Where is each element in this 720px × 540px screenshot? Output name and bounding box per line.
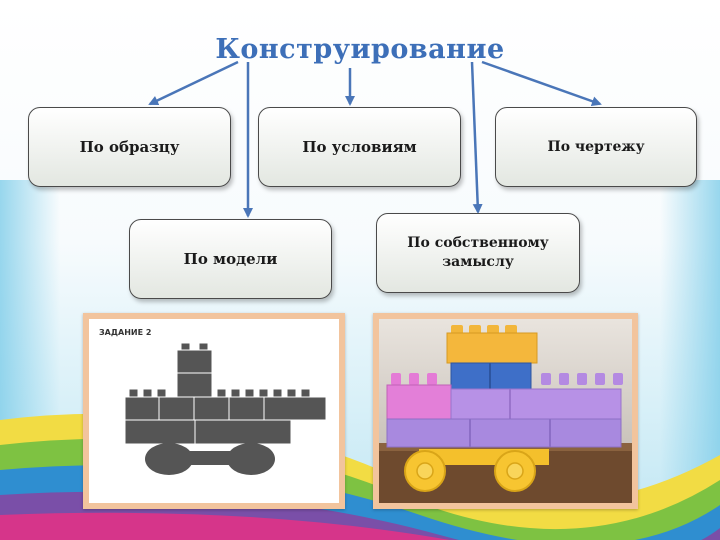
task-schematic-image: ЗАДАНИЕ 2 [83, 313, 345, 509]
diagram-title: Конструирование [215, 34, 505, 65]
box-by-drawing: По чертежу [495, 107, 697, 187]
box-by-model: По модели [129, 219, 332, 299]
box-by-own-idea: По собственному замыслу [376, 213, 580, 293]
box-by-drawing-label: По чертежу [547, 138, 645, 155]
arrow-to-by-drawing [481, 60, 602, 107]
box-by-sample-label: По образцу [79, 137, 180, 156]
schematic-drawing: ЗАДАНИЕ 2 [89, 319, 339, 503]
box-by-conditions: По условиям [258, 107, 461, 187]
box-by-own-idea-label: По собственному замыслу [407, 235, 549, 270]
box-by-sample: По образцу [28, 107, 231, 187]
task-label: ЗАДАНИЕ 2 [99, 328, 151, 337]
lego-truck-drawing [379, 319, 632, 503]
arrow-to-by-sample [148, 60, 239, 106]
box-by-model-label: По модели [183, 249, 278, 268]
box-by-conditions-label: По условиям [302, 137, 417, 156]
lego-truck-photo [373, 313, 638, 509]
arrow-to-by-own-idea [470, 61, 483, 214]
